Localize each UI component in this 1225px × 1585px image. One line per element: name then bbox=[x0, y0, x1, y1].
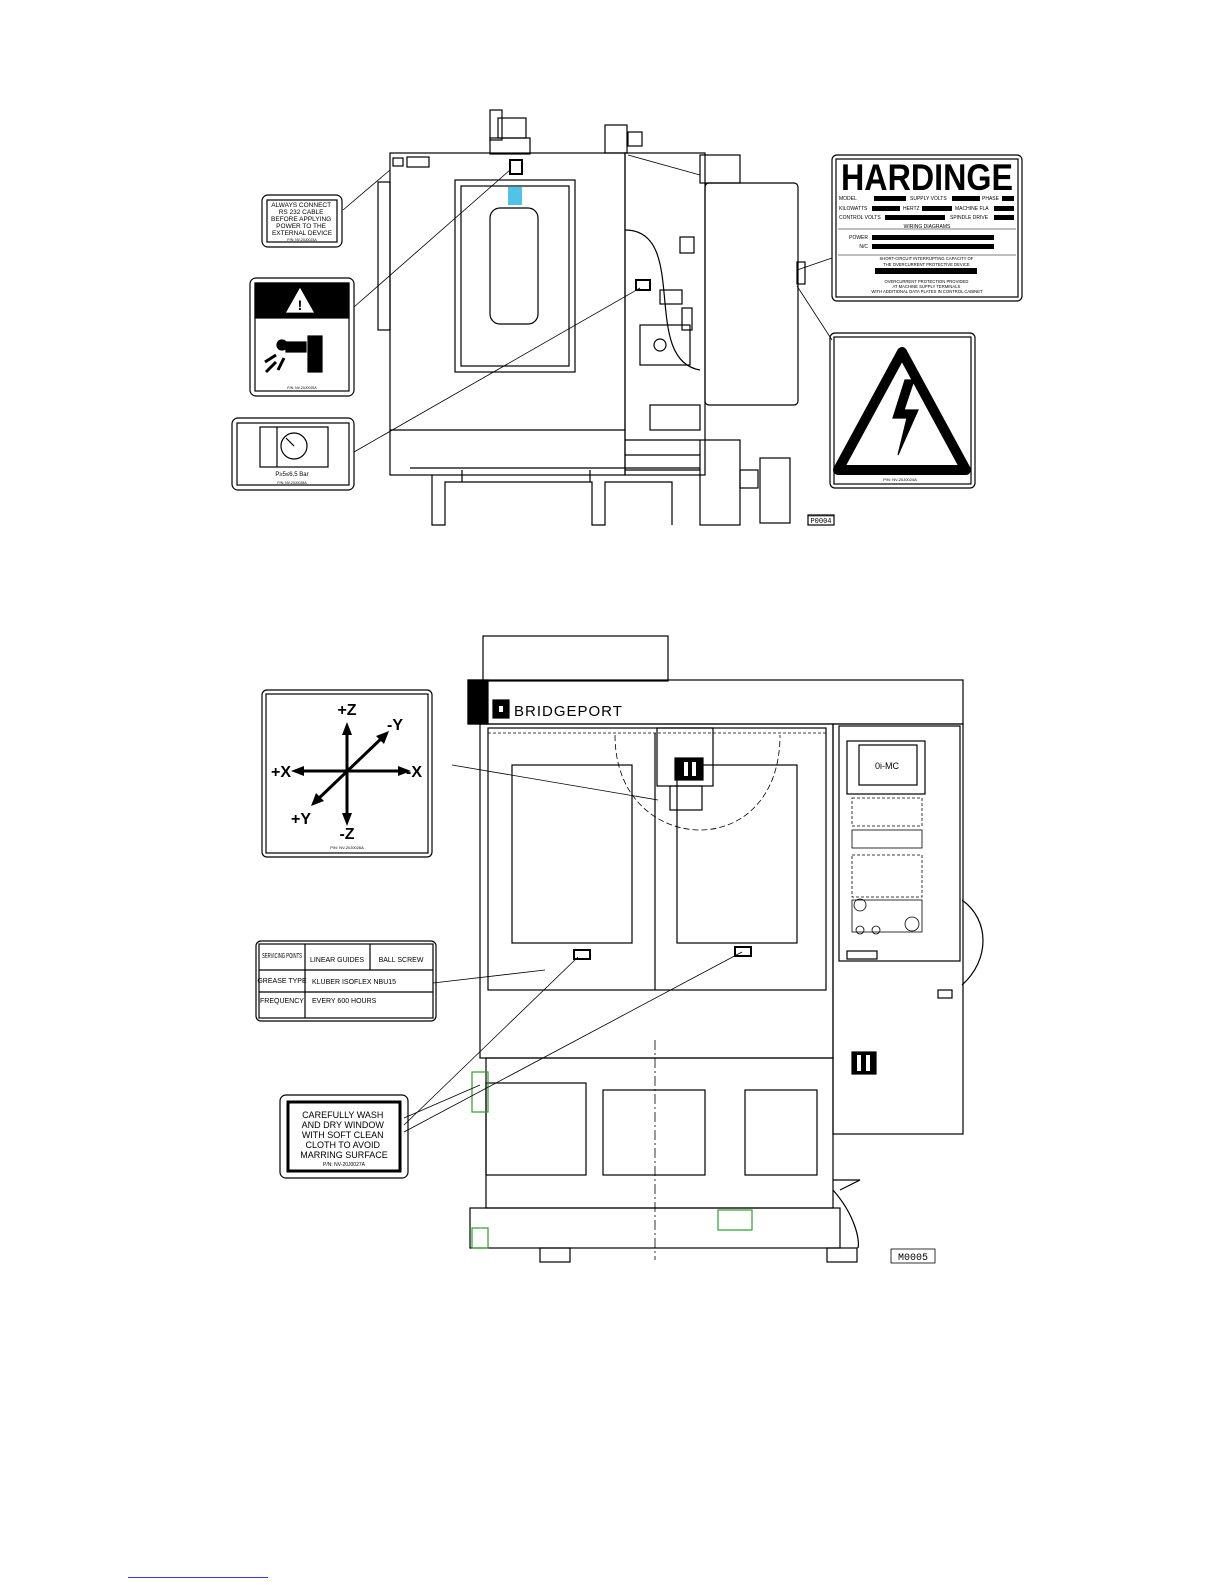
front-view-machine bbox=[467, 635, 984, 1263]
top-figure: ! bbox=[231, 109, 1023, 526]
bottom-figure-id: M0005 bbox=[898, 1253, 928, 1264]
bottom-figure bbox=[255, 635, 984, 1264]
voltage-part-number: P/N: NV-20J0024A bbox=[883, 477, 917, 482]
plate-short-circuit-2: THE OVERCURRENT PROTECTIVE DEVICE bbox=[883, 262, 970, 267]
rs232-line-1: ALWAYS CONNECT bbox=[271, 202, 331, 209]
rs232-line-3: BEFORE APPLYING bbox=[271, 216, 331, 223]
wash-line-2: AND DRY WINDOW bbox=[302, 1120, 385, 1130]
control-panel-keys bbox=[851, 797, 923, 935]
air-pressure-label bbox=[231, 417, 355, 491]
plate-control-volts: CONTROL VOLTS bbox=[839, 215, 881, 221]
hardinge-brand: HARDINGE bbox=[841, 157, 1013, 198]
hardinge-logo-blue bbox=[508, 187, 522, 205]
plate-phase: PHASE bbox=[982, 196, 1000, 202]
wash-line-3: WITH SOFT CLEAN bbox=[302, 1130, 384, 1140]
wash-window-label bbox=[279, 1094, 409, 1179]
pressure-gauge-icon bbox=[280, 432, 308, 460]
axis-plus-y: +Y bbox=[291, 811, 311, 828]
wash-line-4: CLOTH TO AVOID bbox=[305, 1140, 380, 1150]
crush-hazard-label: ! bbox=[249, 277, 355, 397]
svg-text:SHORT-CIRCUIT INTERRUPTING CAP: SHORT-CIRCUIT INTERRUPTING CAPACITY OF T… bbox=[871, 256, 983, 294]
plate-short-circuit-1: SHORT-CIRCUIT INTERRUPTING CAPACITY OF bbox=[879, 256, 973, 261]
plate-power: POWER bbox=[849, 235, 868, 241]
axis-arrows-icon bbox=[298, 730, 404, 818]
table-frequency: FREQUENCY bbox=[260, 998, 304, 1005]
plate-machine-fla: MACHINE FLA bbox=[955, 206, 989, 212]
svg-text:!: ! bbox=[298, 297, 303, 313]
plate-wiring-diagrams: WIRING DIAGRAMS bbox=[904, 224, 951, 230]
axis-plus-x: +X bbox=[271, 764, 291, 781]
control-screen-text: 0i-MC bbox=[875, 761, 899, 771]
bottom-leader-lines bbox=[403, 764, 743, 1133]
wash-line-5: MARRING SURFACE bbox=[300, 1150, 388, 1160]
axis-part-number: P/N: NV-20J0026A bbox=[330, 845, 364, 850]
warning-triangle-icon bbox=[285, 287, 315, 313]
table-linear-guides: LINEAR GUIDES bbox=[310, 957, 364, 964]
gauge-pressure-text: P≥5≤6,5 Bar bbox=[275, 472, 308, 478]
crush-hazard-icon bbox=[264, 335, 323, 374]
axis-minus-y: -Y bbox=[387, 717, 403, 734]
top-texts: ALWAYS CONNECT RS 232 CABLE BEFORE APPLY… bbox=[271, 157, 1013, 526]
crush-part-number: P/N: NV-20J0025A bbox=[287, 386, 317, 390]
high-voltage-label bbox=[829, 332, 976, 489]
plate-model: MODEL bbox=[839, 196, 857, 202]
rs232-label bbox=[261, 194, 343, 248]
axis-plus-z: +Z bbox=[337, 702, 356, 719]
rs232-line-5: EXTERNAL DEVICE bbox=[272, 230, 333, 237]
footer-rule bbox=[128, 1577, 268, 1578]
plate-hertz: HERTZ bbox=[903, 206, 920, 212]
wash-part-number: P/N: NV-20J0027A bbox=[323, 1162, 366, 1168]
hardinge-h-small-icon bbox=[851, 1051, 877, 1075]
table-grease-type: GREASE TYPE bbox=[257, 978, 307, 985]
axis-minus-x: -X bbox=[406, 764, 422, 781]
svg-text:ALWAYS CONNECT RS 232 CA: ALWAYS CONNECT RS 232 CABLE BEFORE APPLY… bbox=[271, 202, 333, 237]
plate-supply-volts: SUPPLY VOLTS bbox=[910, 196, 947, 202]
plate-kilowatts: KILOWATTS bbox=[839, 206, 868, 212]
wash-line-1: CAREFULLY WASH bbox=[302, 1110, 383, 1120]
svg-text:MODEL SUPPLY VOLTS: MODEL SUPPLY VOLTS PHASE KILOWATTS HERTZ… bbox=[839, 196, 1000, 221]
grease-table bbox=[255, 940, 437, 1022]
gauge-part-number: P/N: NV-20J0028A bbox=[277, 481, 307, 485]
table-servicing-points: SERVICING POINTS bbox=[262, 953, 302, 960]
bottom-texts: +Z -Z +X -X +Y -Y P/N: NV-20J0026A SERVI… bbox=[257, 702, 928, 1264]
table-kluber: KLUBER ISOFLEX NBU15 bbox=[312, 979, 396, 986]
top-figure-id: P0004 bbox=[810, 518, 831, 526]
lightning-bolt-icon bbox=[892, 379, 919, 456]
axis-label bbox=[261, 689, 433, 858]
plate-nc: N/C bbox=[859, 244, 868, 250]
plate-overcurrent-3: WITH ADDITIONAL DATA PLATES IN CONTROL C… bbox=[871, 289, 983, 294]
rs232-line-2: RS 232 CABLE bbox=[279, 209, 324, 216]
hardinge-nameplate bbox=[831, 154, 1023, 302]
hardinge-h-logo-icon bbox=[674, 757, 704, 781]
rs232-line-4: POWER TO THE bbox=[276, 223, 327, 230]
plate-overcurrent-1: OVERCURRENT PROTECTION PROVIDED bbox=[884, 279, 968, 284]
side-view-machine bbox=[377, 109, 835, 526]
svg-text:CAREFULLY WASH AND DRY W: CAREFULLY WASH AND DRY WINDOW WITH SOFT … bbox=[300, 1110, 388, 1160]
top-leader-lines bbox=[342, 154, 833, 453]
table-ball-screw: BALL SCREW bbox=[379, 957, 424, 964]
rs232-part-number: P/N: NV-20J0023A bbox=[287, 238, 317, 242]
bridgeport-brand: BRIDGEPORT bbox=[514, 703, 623, 720]
table-every-600-hours: EVERY 600 HOURS bbox=[312, 998, 377, 1005]
plate-spindle-drive: SPINDLE DRIVE bbox=[950, 215, 989, 221]
axis-minus-z: -Z bbox=[339, 826, 354, 843]
plate-overcurrent-2: AT MACHINE SUPPLY TERMINALS bbox=[893, 284, 961, 289]
